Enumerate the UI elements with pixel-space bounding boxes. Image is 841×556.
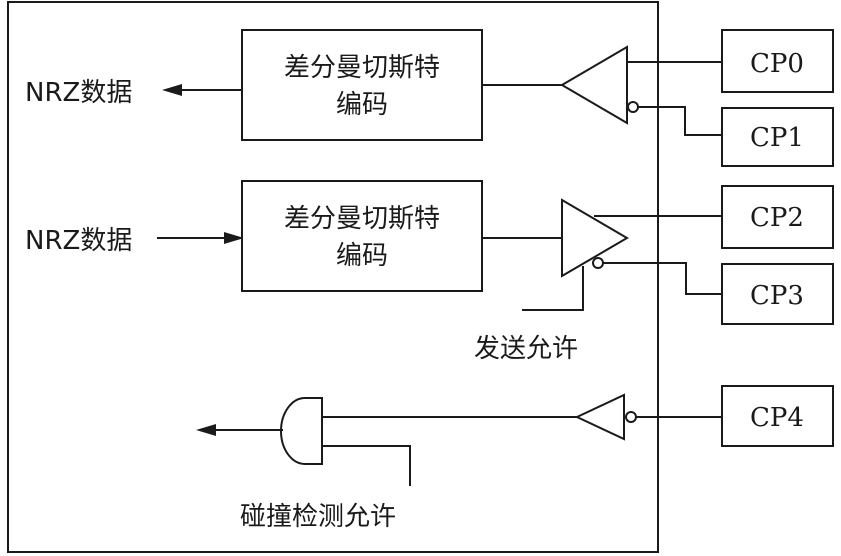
encoder-transmit-line1: 差分曼切斯特 xyxy=(284,204,440,234)
pin-column: CP0 CP1 CP2 CP3 CP4 xyxy=(721,29,834,447)
transmit-enable-label: 发送允许 xyxy=(474,334,578,364)
pin-cp4-label: CP4 xyxy=(750,403,804,433)
cp1-wire xyxy=(638,106,722,136)
pin-cp0-label: CP0 xyxy=(750,49,804,79)
nrz-in-label: NRZ数据 xyxy=(25,226,132,256)
nrz-in-arrowhead xyxy=(224,232,244,244)
collision-enable-label: 碰撞检测允许 xyxy=(240,502,396,532)
transmit-enable-wire xyxy=(522,266,584,311)
pin-cp2-label: CP2 xyxy=(750,203,804,233)
pin-cp0 xyxy=(721,29,834,93)
nrz-out-label: NRZ数据 xyxy=(25,78,132,108)
collision-buffer xyxy=(574,393,625,441)
pin-cp1 xyxy=(721,107,834,167)
encoder-receive-line2: 编码 xyxy=(336,90,388,120)
collision-inverting-bubble xyxy=(625,411,637,423)
collision-path: 碰撞检测允许 xyxy=(196,393,722,532)
pin-cp1-label: CP1 xyxy=(750,123,804,153)
driver-buffer xyxy=(561,198,629,278)
pin-cp3 xyxy=(721,263,834,325)
transmit-path: NRZ数据 差分曼切斯特 编码 发送允许 xyxy=(25,180,722,364)
nrz-out-arrowhead xyxy=(162,84,182,96)
cp3-wire xyxy=(603,262,722,295)
and-gate xyxy=(280,397,323,465)
pin-cp2 xyxy=(721,185,834,249)
receiver-inverting-bubble xyxy=(627,101,639,113)
encoder-box-transmit xyxy=(241,180,483,292)
pin-cp3-label: CP3 xyxy=(750,281,804,311)
encoder-transmit-line2: 编码 xyxy=(336,241,388,271)
receive-path: 差分曼切斯特 编码 NRZ数据 xyxy=(25,29,722,141)
encoder-box-receive xyxy=(241,29,483,141)
encoder-receive-line1: 差分曼切斯特 xyxy=(284,53,440,83)
driver-inverting-bubble xyxy=(592,257,604,269)
collision-out-arrowhead xyxy=(196,424,216,436)
collision-enable-wire xyxy=(322,445,411,486)
pin-cp4 xyxy=(721,385,834,447)
receiver-buffer xyxy=(560,45,628,125)
